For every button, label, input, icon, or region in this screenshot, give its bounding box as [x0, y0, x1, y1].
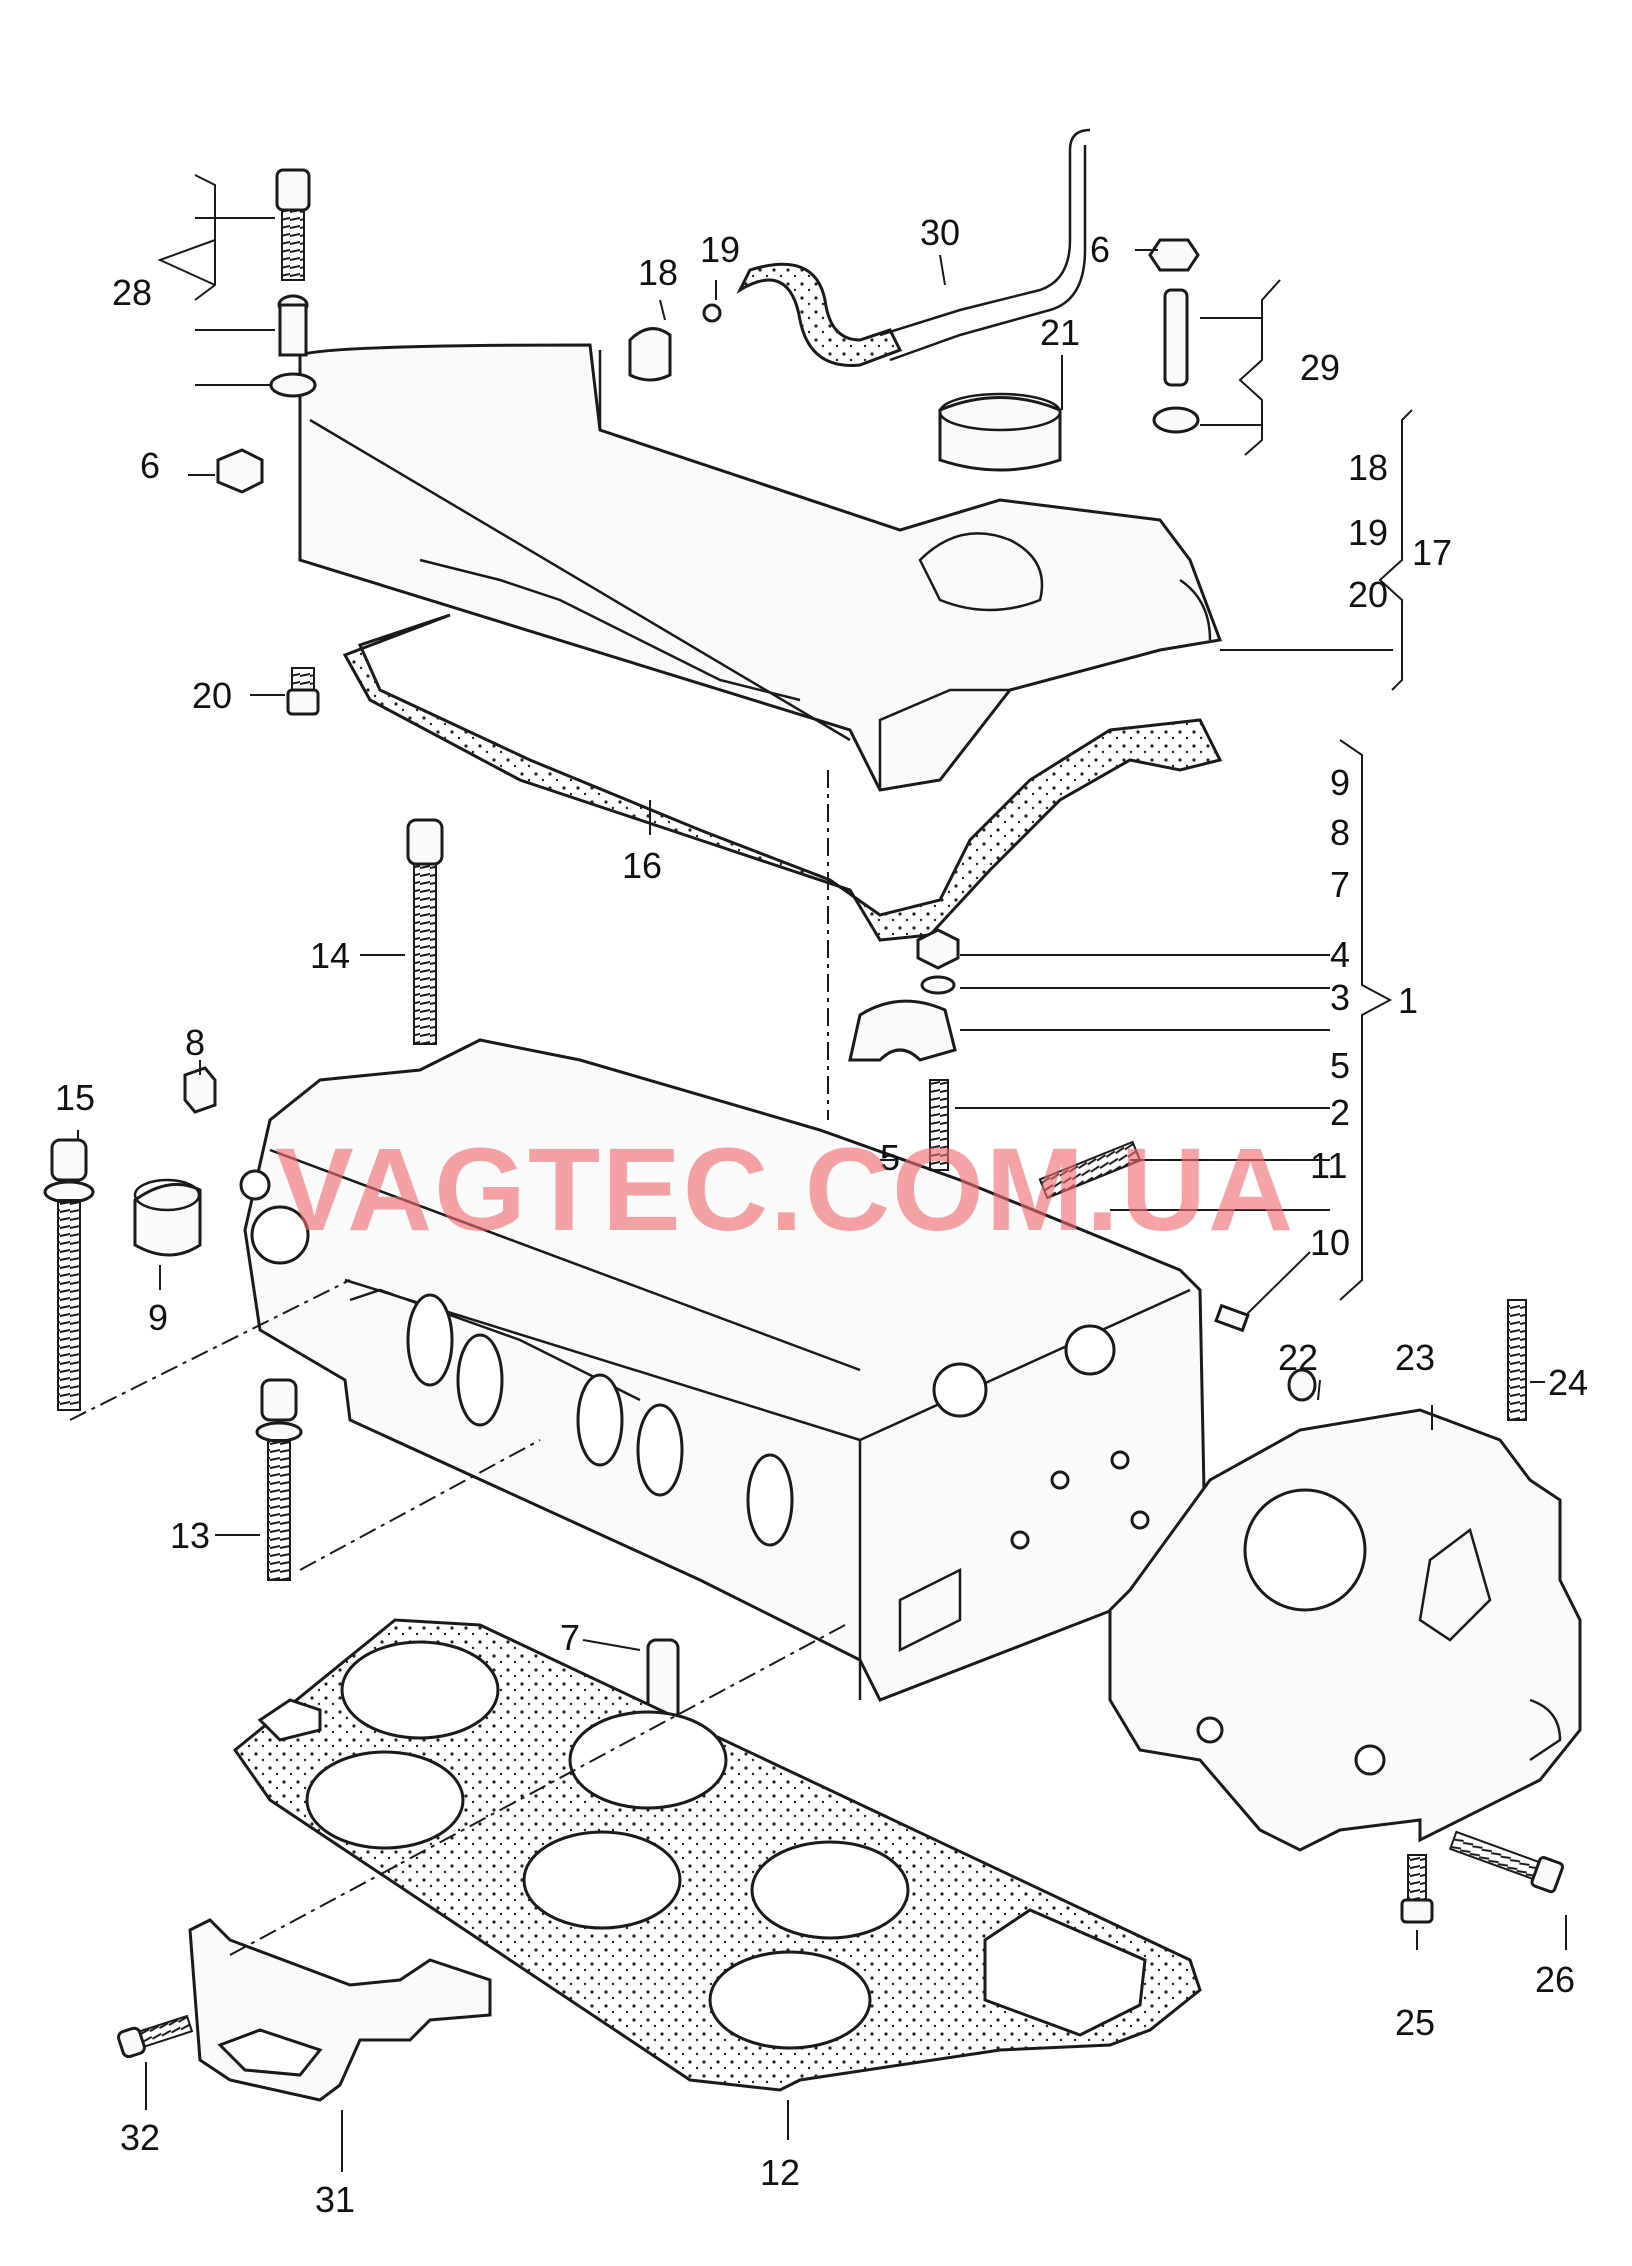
callout-7-right: 7	[1330, 864, 1350, 905]
callout-19-right: 19	[1348, 512, 1388, 553]
breather-hose	[736, 128, 1091, 367]
dowel-10	[1214, 1303, 1250, 1333]
head-bolt-14	[406, 818, 444, 1045]
callouts: 28 18 19 30 21 6 29 6 18 19 17 20 20 16 …	[55, 212, 1588, 2220]
bracket	[188, 1918, 492, 2102]
callout-12: 12	[760, 2152, 800, 2193]
cover-spacer-stack	[1148, 238, 1200, 434]
callout-9-right: 9	[1330, 762, 1350, 803]
leader-lines	[77, 174, 1567, 2172]
callout-19-top: 19	[700, 229, 740, 270]
callout-18-right: 18	[1348, 447, 1388, 488]
callout-25: 25	[1395, 2002, 1435, 2043]
timing-cover	[1108, 1408, 1582, 1852]
bearing-cap-5	[848, 999, 957, 1062]
cap-9	[133, 1182, 202, 1257]
callout-9-left: 9	[148, 1297, 168, 1338]
callout-6-left: 6	[140, 445, 160, 486]
head-bolt-13	[255, 1378, 303, 1581]
head-bolt-15	[43, 1138, 95, 1411]
callout-26: 26	[1535, 1959, 1575, 2000]
callout-3: 3	[1330, 977, 1350, 1018]
callout-8-left: 8	[185, 1022, 205, 1063]
callout-5-center: 5	[880, 1137, 900, 1178]
head-gasket	[232, 1618, 1202, 2092]
callout-13: 13	[170, 1515, 210, 1556]
oring-22	[1287, 1368, 1317, 1402]
callout-17: 17	[1412, 532, 1452, 573]
callout-10: 10	[1310, 1222, 1350, 1263]
callout-18-top: 18	[638, 252, 678, 293]
valve-cover	[298, 343, 1223, 792]
callout-7-left: 7	[560, 1617, 580, 1658]
callout-29: 29	[1300, 347, 1340, 388]
callout-14: 14	[310, 935, 350, 976]
stud-2	[929, 1079, 949, 1171]
cover-bolt-stack	[269, 168, 317, 398]
bolt-26	[1448, 1830, 1565, 1894]
cylinder-head	[239, 1038, 1207, 1702]
callout-16: 16	[622, 845, 662, 886]
callout-20-left: 20	[192, 675, 232, 716]
callout-28: 28	[112, 272, 152, 313]
callout-23: 23	[1395, 1337, 1435, 1378]
callout-1: 1	[1398, 980, 1418, 1021]
callout-32: 32	[120, 2117, 160, 2158]
callout-8-right: 8	[1330, 812, 1350, 853]
callout-31: 31	[315, 2179, 355, 2220]
oil-filler-cap	[938, 392, 1062, 472]
callout-22: 22	[1278, 1337, 1318, 1378]
callout-20-right: 20	[1348, 574, 1388, 615]
valve-cover-gasket	[342, 613, 1223, 942]
cover-stud	[286, 667, 320, 716]
callout-11: 11	[1310, 1145, 1347, 1186]
callout-6-right: 6	[1090, 229, 1110, 270]
nut-4	[916, 928, 960, 970]
stud-11	[1038, 1140, 1142, 1200]
callout-2: 2	[1330, 1092, 1350, 1133]
washer-3	[920, 975, 956, 995]
stud-24	[1507, 1299, 1527, 1421]
screw-32	[117, 2014, 194, 2059]
callout-21: 21	[1040, 312, 1080, 353]
callout-24: 24	[1548, 1362, 1588, 1403]
pcv-valve	[628, 303, 722, 382]
callout-4: 4	[1330, 934, 1350, 975]
callout-5-right: 5	[1330, 1045, 1350, 1086]
callout-30: 30	[920, 212, 960, 253]
nut-left	[216, 448, 264, 494]
callout-15: 15	[55, 1077, 95, 1118]
bolt-25	[1400, 1854, 1434, 1924]
watermark: VAGTEC.COM.UA	[275, 1124, 1295, 1256]
plug-8	[183, 1066, 217, 1114]
